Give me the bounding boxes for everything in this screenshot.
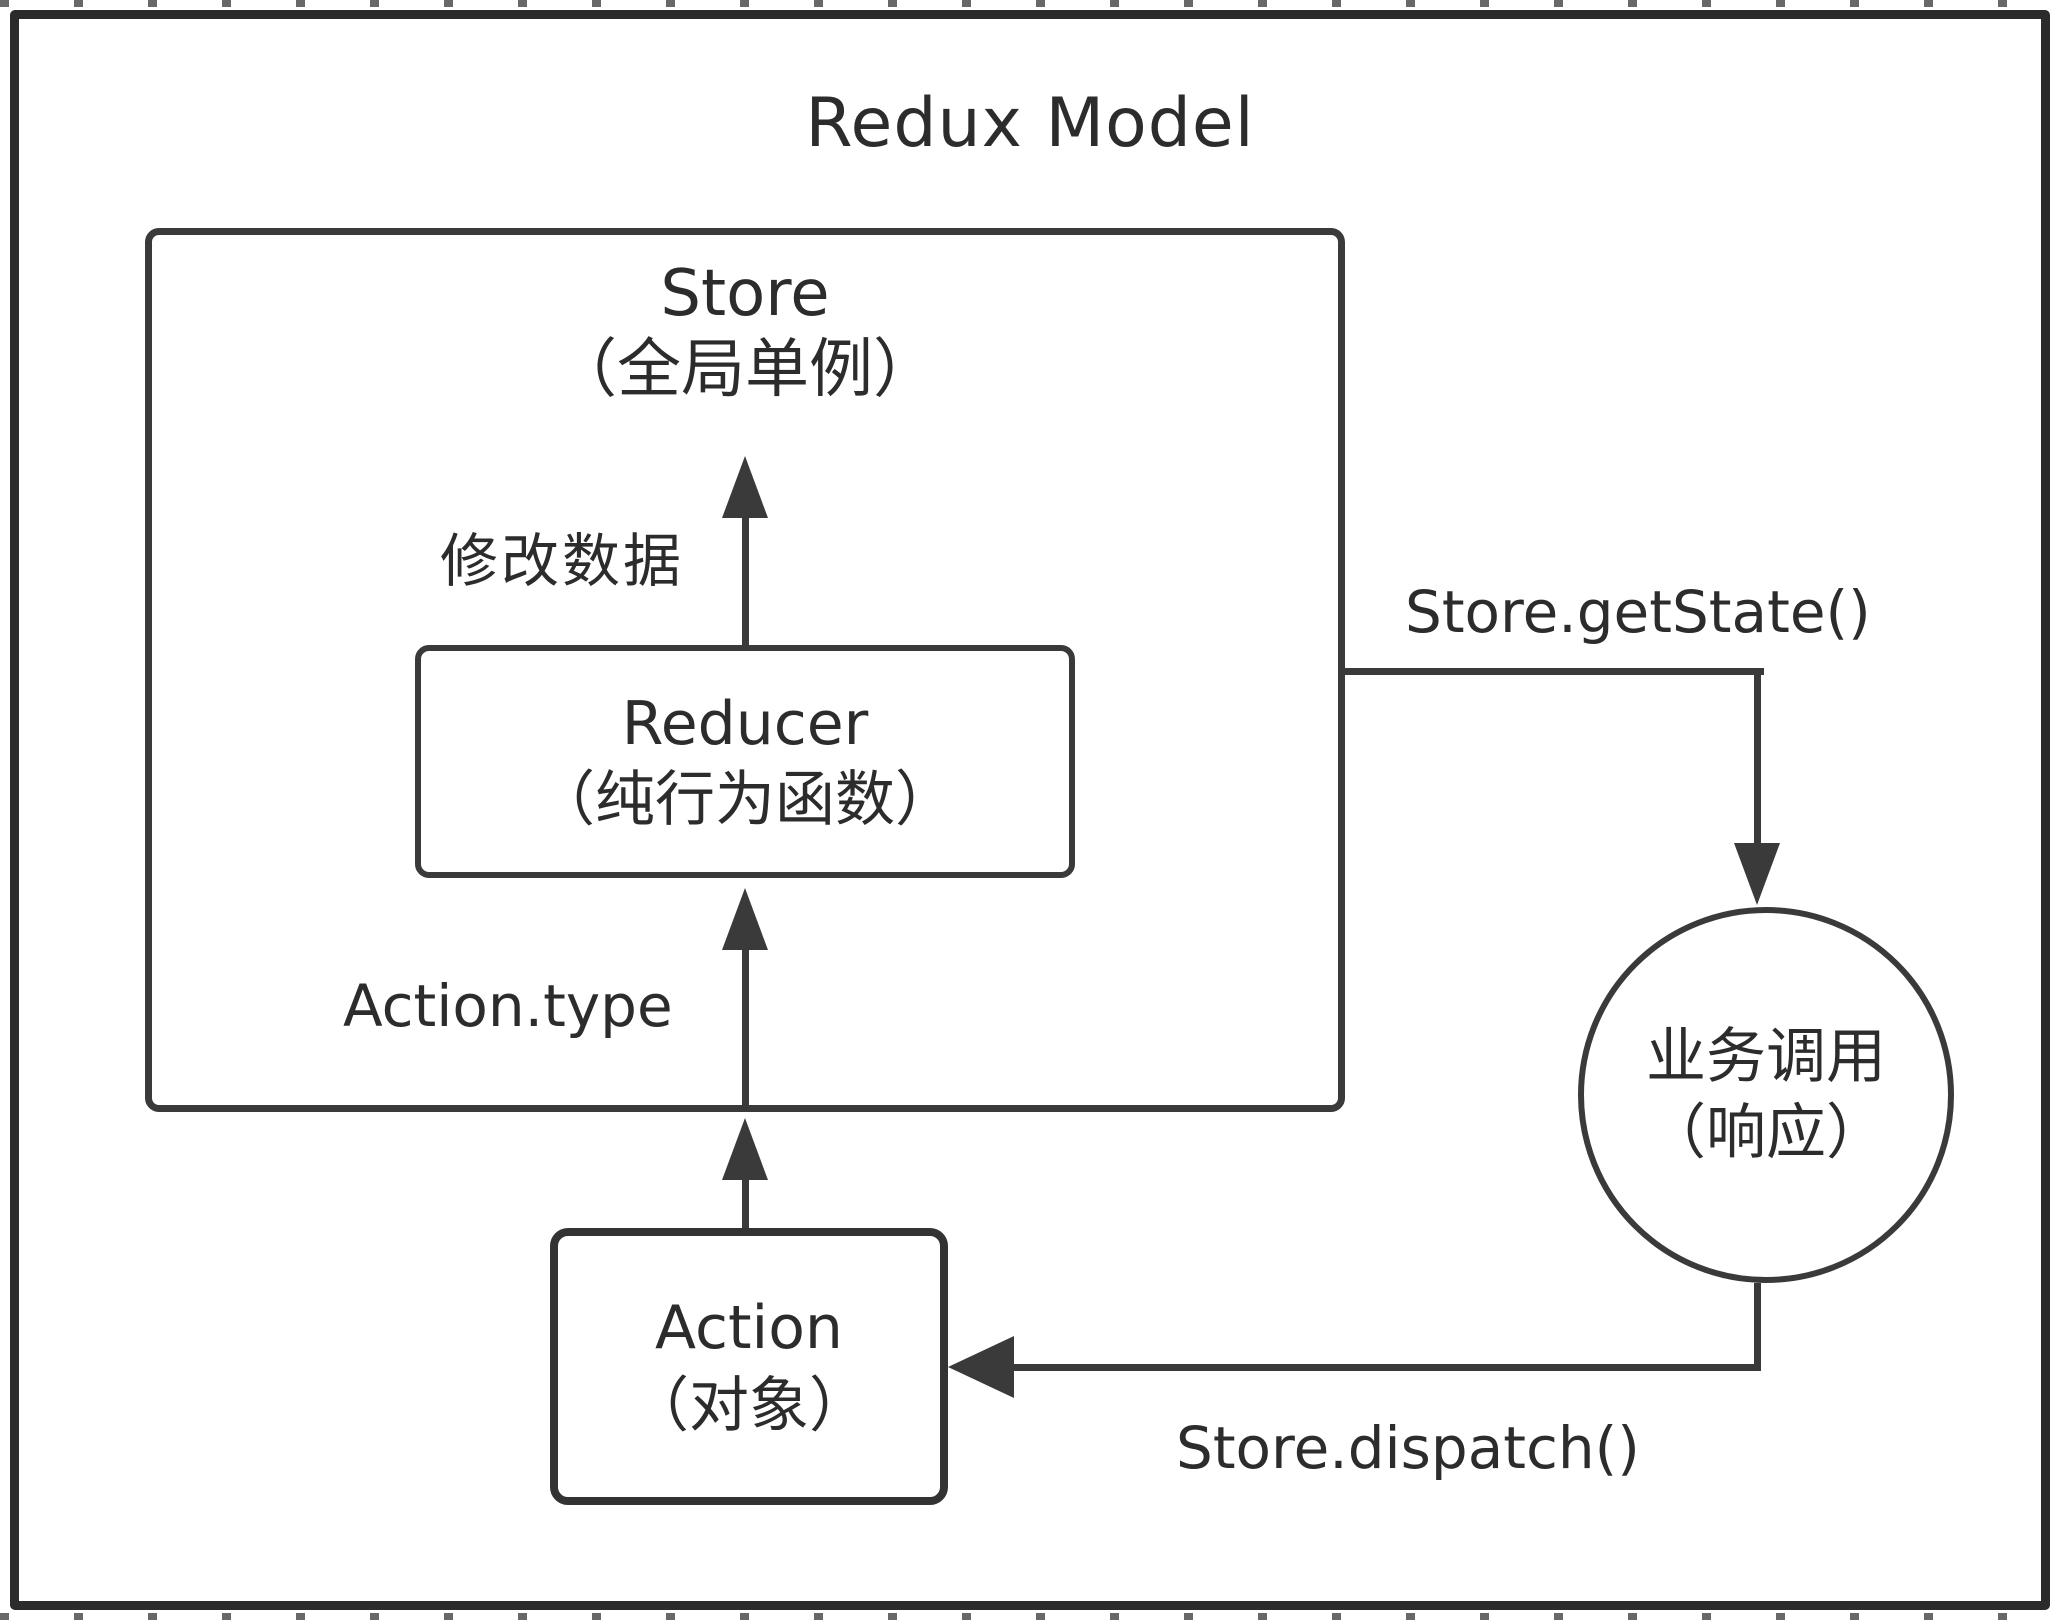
arrowhead-action-crossing-border [722,1118,768,1180]
line-action-to-reducer-lower [742,1174,749,1232]
store-label-line2: （全局单例） [553,333,937,407]
diagram-outer-border [10,10,2050,1610]
reducer-node-box: Reducer （纯行为函数） [415,645,1075,878]
bottom-edge-marks [0,1613,2060,1620]
reducer-label-line1: Reducer [621,688,869,759]
business-call-circle: 业务调用 （响应） [1578,907,1954,1283]
store-node-label: Store （全局单例） [445,256,1045,408]
action-node-box: Action （对象） [550,1228,948,1505]
reducer-label-line2: （纯行为函数） [535,764,955,835]
line-dispatch-horizontal [1010,1364,1761,1371]
edge-label-get-state: Store.getState() [1405,578,1871,646]
edge-label-modify-data: 修改数据 [440,527,685,595]
action-label-line2: （对象） [629,1370,869,1441]
store-label-line1: Store [660,257,830,331]
arrowhead-dispatch-to-action [948,1336,1014,1398]
line-action-to-reducer-upper [742,944,749,1112]
edge-label-action-type: Action.type [343,972,673,1040]
line-reducer-to-store [742,512,749,648]
line-dispatch-vertical [1754,1283,1761,1371]
arrowhead-getstate-to-circle [1734,843,1780,905]
top-edge-marks [0,0,2060,7]
action-label-line1: Action [655,1292,843,1363]
business-label-line1: 业务调用 [1646,1022,1886,1092]
edge-label-dispatch: Store.dispatch() [1176,1414,1640,1482]
line-getstate-vertical [1754,668,1761,844]
arrowhead-action-to-reducer [722,888,768,950]
line-getstate-horizontal [1345,668,1764,675]
arrowhead-reducer-to-store [722,456,768,518]
diagram-title: Redux Model [805,84,1255,163]
business-label-line2: （响应） [1646,1098,1886,1168]
